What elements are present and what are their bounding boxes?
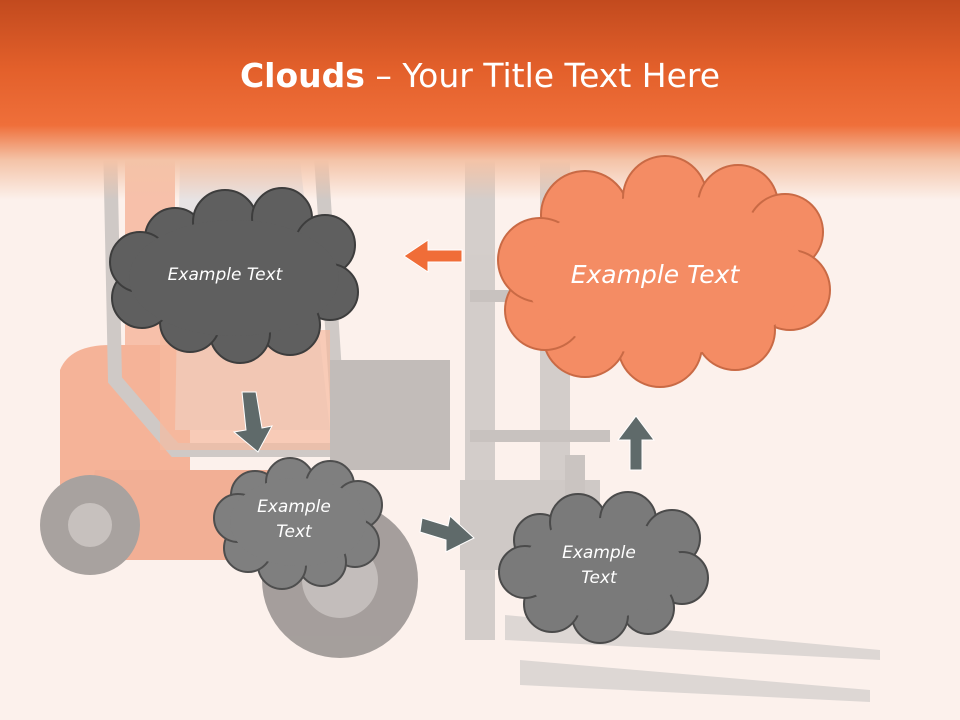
arrow-up-icon xyxy=(617,415,655,471)
slide-title: Clouds – Your Title Text Here xyxy=(0,56,960,95)
cloud-bottom-right xyxy=(498,491,709,644)
cloud-middle-text: Example Text xyxy=(238,488,350,552)
arrow-right-icon xyxy=(419,515,475,553)
cloud-top-left xyxy=(109,187,359,364)
title-bold-part: Clouds xyxy=(239,56,365,95)
cloud-middle-line1: Example xyxy=(257,497,331,518)
cloud-top-right-text: Example Text xyxy=(570,259,740,289)
title-dash: – xyxy=(364,56,403,95)
cloud-top-right xyxy=(497,155,831,388)
title-rest: Your Title Text Here xyxy=(402,56,721,95)
cloud-bottom-right-line1: Example xyxy=(562,543,636,564)
arrow-left-icon xyxy=(403,239,463,273)
cloud-middle-line2: Text xyxy=(276,522,312,542)
cloud-middle xyxy=(213,457,383,590)
cloud-bottom-right-text: Example Text xyxy=(538,534,660,598)
cloud-bottom-right-line2: Text xyxy=(581,568,617,588)
cloud-top-left-text: Example Text xyxy=(167,264,283,285)
header-band xyxy=(0,0,960,200)
arrow-down-icon xyxy=(232,391,273,453)
